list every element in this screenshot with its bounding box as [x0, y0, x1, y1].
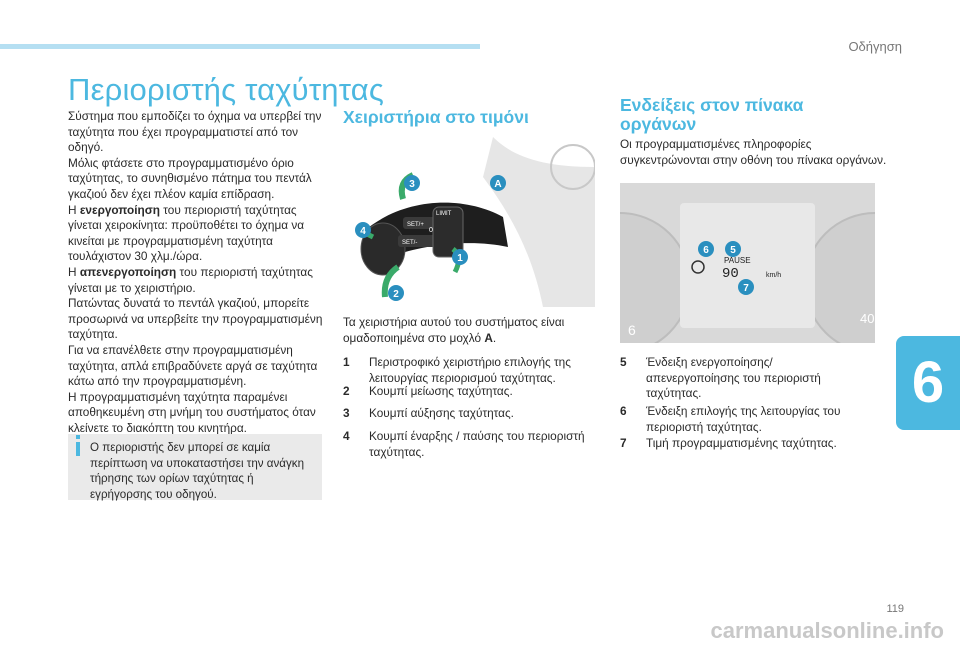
speed-limiter-icon [691, 260, 705, 274]
legend-text: Κουμπί έναρξης / παύσης του περιοριστή τ… [369, 429, 585, 459]
callout-6 [698, 241, 714, 257]
caption-text: Τα χειριστήρια αυτού του συστήματος είνα… [343, 315, 565, 345]
legend-num: 2 [343, 384, 350, 398]
header-accent-bar [0, 44, 480, 49]
steering-caption: Τα χειριστήρια αυτού του συστήματος είνα… [343, 314, 593, 346]
outro-paragraph: Πατώντας δυνατά το πεντάλ γκαζιού, μπορε… [68, 296, 323, 342]
note-text: Ο περιοριστής δεν μπορεί σε καμία περίπτ… [90, 441, 305, 501]
rotary-selector [432, 206, 464, 258]
section-label: Οδήγηση [848, 39, 902, 54]
off-label: 0 [429, 227, 433, 234]
callout-7 [738, 279, 754, 295]
legend-num: 6 [620, 404, 627, 418]
chapter-tab: 6 [896, 336, 960, 430]
callout-6-label: 6 [703, 245, 709, 256]
gauge-right-tick: 40 [860, 311, 874, 326]
activation-term: ενεργοποίηση [79, 202, 160, 217]
info-note: Ο περιοριστής δεν μπορεί σε καμία περίπτ… [68, 434, 322, 501]
dashboard-heading: Ενδείξεις στον πίνακα οργάνων [620, 96, 803, 134]
deactivation-paragraph: Η απενεργοποίηση του περιοριστή ταχύτητα… [68, 265, 328, 296]
callout-5-label: 5 [730, 245, 736, 256]
legend-num: 5 [620, 355, 627, 369]
legend-text: Ένδειξη ενεργοποίησης/ απενεργοποίησης τ… [646, 355, 821, 401]
outro-paragraph: Για να επανέλθετε στην προγραμματισμένη … [68, 342, 318, 389]
activation-prefix: Η [68, 202, 80, 217]
display-status: PAUSE [724, 256, 751, 265]
display-unit: km/h [766, 272, 781, 279]
legend-item-5: 5 Ένδειξη ενεργοποίησης/ απενεργοποίησης… [620, 355, 880, 403]
instrument-panel-illustration: 6 40 PAUSE 90 km/h 6 5 7 [620, 183, 875, 343]
legend-num: 4 [343, 429, 350, 443]
legend-text: Τιμή προγραμματισμένης ταχύτητας. [646, 436, 837, 450]
callout-7-label: 7 [743, 283, 749, 294]
callout-5 [725, 241, 741, 257]
limit-label: LIMIT [436, 211, 452, 217]
callout-4-label: 4 [360, 226, 366, 237]
gauge-left-tick: 6 [628, 322, 636, 338]
intro-paragraph: Μόλις φτάσετε στο προγραμματισμένο όριο … [68, 155, 312, 201]
page-title: Περιοριστής ταχύτητας [68, 72, 384, 107]
set-plus-label: SET/+ [407, 222, 424, 228]
watermark: carmanualsonline.info [710, 618, 945, 643]
legend-text: Κουμπί μείωσης ταχύτητας. [369, 384, 513, 398]
outro-paragraph: Η προγραμματισμένη ταχύτητα παραμένει απ… [68, 389, 316, 435]
steering-heading: Χειριστήρια στο τιμόνι [343, 107, 529, 127]
callout-1 [452, 249, 468, 265]
dashboard-heading-line: Ενδείξεις στον πίνακα [620, 95, 804, 115]
callout-a [490, 175, 506, 191]
info-icon [76, 435, 80, 439]
steering-control-illustration: SET/+ SET/- LIMIT 0 CRUISE 3 A 4 1 2 [343, 137, 595, 307]
legend-text: Κουμπί αύξησης ταχύτητας. [369, 406, 514, 420]
callout-4 [355, 222, 371, 238]
callout-a-label: A [494, 179, 501, 190]
intro-paragraph: Σύστημα που εμποδίζει το όχημα να υπερβε… [68, 109, 322, 155]
arrow-2-icon [381, 264, 400, 298]
dashboard-heading-line: οργάνων [620, 114, 697, 134]
callout-3 [404, 175, 420, 191]
caption-lever-ref: A [484, 331, 493, 345]
page-number: 119 [886, 603, 904, 615]
legend-item-1: 1 Περιστροφικό χειριστήριο επιλογής της … [343, 355, 603, 387]
activation-rest: του περιοριστή ταχύτητας γίνεται χειροκί… [68, 202, 305, 264]
dashboard-intro: Οι προγραμματισμένες πληροφορίες συγκεντ… [620, 137, 887, 167]
display-speed: 90 [722, 266, 739, 282]
info-icon-bar [76, 442, 80, 456]
deactivation-prefix: Η [68, 264, 80, 279]
deactivation-rest: του περιοριστή ταχύτητας γίνεται με το χ… [68, 264, 313, 295]
legend-num: 7 [620, 436, 627, 450]
callout-1-label: 1 [457, 253, 463, 264]
callout-2-label: 2 [393, 289, 399, 300]
steering-emblem [550, 144, 595, 190]
steering-wheel-shape [483, 137, 595, 307]
set-minus-button [398, 235, 438, 247]
set-minus-label: SET/- [402, 240, 417, 246]
callout-2 [388, 285, 404, 301]
intro-text: Σύστημα που εμποδίζει το όχημα να υπερβε… [68, 109, 328, 436]
caption-end: . [492, 331, 497, 345]
legend-num: 3 [343, 406, 350, 420]
display-screen [680, 203, 815, 328]
legend-text: Ένδειξη επιλογής της λειτουργίας του περ… [646, 404, 841, 434]
cruise-label: CRUISE [436, 259, 459, 265]
legend-num: 1 [343, 355, 350, 369]
activation-paragraph: Η ενεργοποίηση του περιοριστή ταχύτητας … [68, 203, 328, 265]
callout-3-label: 3 [409, 179, 415, 190]
deactivation-term: απενεργοποίηση [79, 264, 177, 279]
legend-text: Περιστροφικό χειριστήριο επιλογής της λε… [369, 355, 571, 385]
